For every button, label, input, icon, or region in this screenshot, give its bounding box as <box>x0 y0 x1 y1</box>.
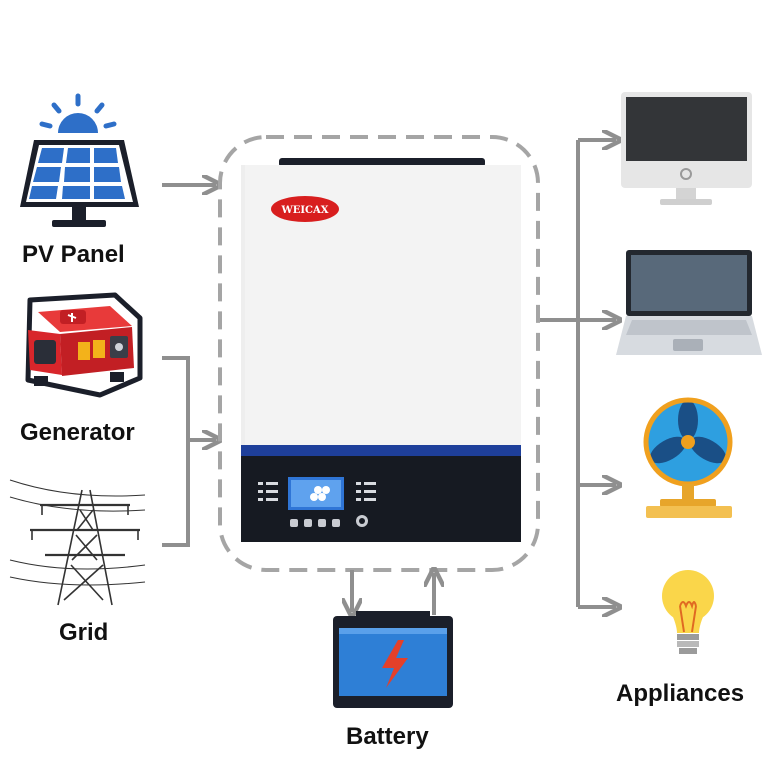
brand-logo-text: WEICAX <box>280 205 328 216</box>
source-connectors <box>162 185 216 547</box>
appliance-connectors <box>540 140 616 607</box>
solar-panel-icon <box>20 93 139 227</box>
battery-connectors <box>352 570 434 615</box>
pv-panel-label: PV Panel <box>22 241 125 268</box>
battery-label: Battery <box>346 723 429 750</box>
fan-icon <box>643 397 733 518</box>
monitor-icon <box>621 92 752 205</box>
inverter-icon: WEICAX <box>241 158 521 542</box>
laptop-icon <box>616 250 762 355</box>
appliances-label: Appliances <box>616 680 745 707</box>
battery-icon <box>333 611 453 708</box>
generator-label: Generator <box>20 419 135 446</box>
generator-icon <box>25 292 143 398</box>
light-bulb-icon <box>662 570 714 654</box>
grid-label: Grid <box>59 619 109 646</box>
brand-logo <box>271 196 339 222</box>
generator-grid-bus <box>162 356 190 547</box>
power-tower-icon <box>9 479 146 606</box>
inverter-dashed-boundary <box>218 135 540 572</box>
